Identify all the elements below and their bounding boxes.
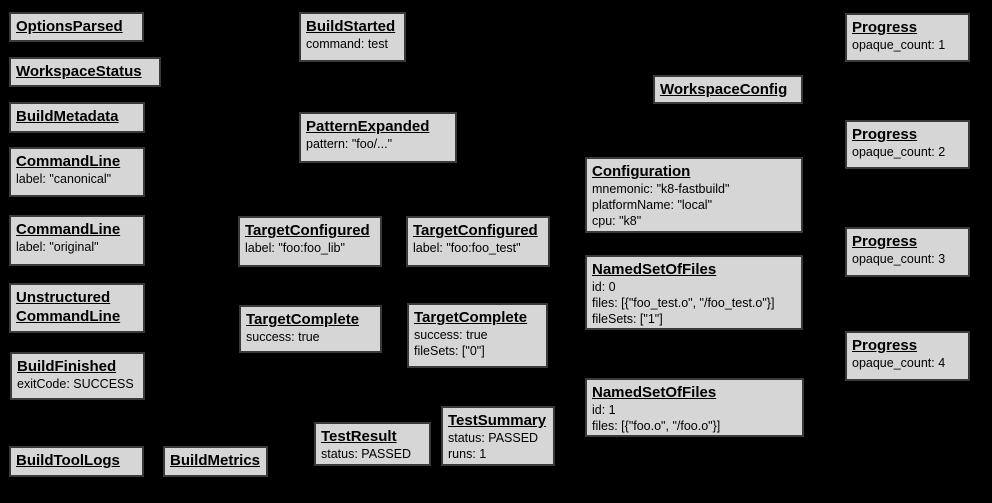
- node-detail: exitCode: SUCCESS: [17, 377, 134, 391]
- node-detail: opaque_count: 2: [852, 145, 946, 159]
- node-configuration: Configuration mnemonic: "k8-fastbuild" p…: [585, 157, 803, 233]
- node-title: WorkspaceConfig: [660, 81, 788, 98]
- node-detail: fileSets: ["0"]: [414, 344, 485, 358]
- node-title: OptionsParsed: [16, 18, 123, 35]
- node-title: Progress: [852, 233, 918, 250]
- node-command-line-original: CommandLine label: "original": [9, 215, 145, 266]
- node-workspace-config: WorkspaceConfig: [653, 75, 803, 104]
- node-test-result: TestResult status: PASSED: [314, 422, 431, 466]
- node-detail: id: 1: [592, 403, 616, 417]
- node-title: CommandLine: [16, 221, 121, 238]
- node-test-summary: TestSummary status: PASSED runs: 1: [441, 406, 555, 466]
- node-detail: mnemonic: "k8-fastbuild": [592, 182, 730, 196]
- node-progress-1: Progress opaque_count: 1: [845, 13, 970, 62]
- node-named-set-of-files-0: NamedSetOfFiles id: 0 files: [{"foo_test…: [585, 255, 803, 330]
- node-detail: opaque_count: 4: [852, 356, 946, 370]
- node-detail: status: PASSED: [321, 447, 412, 461]
- node-title: TargetConfigured: [245, 222, 370, 239]
- node-detail: opaque_count: 1: [852, 38, 946, 52]
- node-target-configured-lib: TargetConfigured label: "foo:foo_lib": [238, 216, 382, 267]
- node-target-complete-test: TargetComplete success: true fileSets: […: [407, 303, 548, 368]
- node-unstructured-command-line: Unstructured CommandLine: [9, 283, 145, 333]
- node-title: BuildMetrics: [170, 452, 261, 469]
- node-workspace-status: WorkspaceStatus: [9, 57, 161, 87]
- node-title: BuildStarted: [306, 18, 396, 35]
- node-build-metadata: BuildMetadata: [9, 102, 145, 133]
- node-detail: success: true: [414, 328, 488, 342]
- node-detail: fileSets: ["1"]: [592, 312, 663, 326]
- node-title: CommandLine: [16, 153, 121, 170]
- node-detail: files: [{"foo.o", "/foo.o"}]: [592, 419, 721, 433]
- node-build-finished: BuildFinished exitCode: SUCCESS: [10, 352, 145, 400]
- node-title: PatternExpanded: [306, 118, 430, 135]
- node-title: Progress: [852, 19, 918, 36]
- node-title: Progress: [852, 126, 918, 143]
- node-title: TestSummary: [448, 412, 547, 429]
- node-build-started: BuildStarted command: test: [299, 12, 406, 62]
- node-title: Unstructured CommandLine: [16, 289, 121, 325]
- node-title: TestResult: [321, 428, 397, 445]
- node-title: TargetComplete: [414, 309, 528, 326]
- node-title: NamedSetOfFiles: [592, 261, 717, 278]
- node-detail: status: PASSED: [448, 431, 539, 445]
- node-title: BuildToolLogs: [16, 452, 120, 469]
- node-detail: label: "original": [16, 240, 99, 254]
- node-detail: command: test: [306, 37, 388, 51]
- node-detail: id: 0: [592, 280, 616, 294]
- node-title: BuildMetadata: [16, 108, 119, 125]
- node-target-complete-lib: TargetComplete success: true: [239, 305, 382, 353]
- node-detail: label: "foo:foo_lib": [245, 241, 345, 255]
- node-title: TargetConfigured: [413, 222, 538, 239]
- node-build-metrics: BuildMetrics: [163, 446, 268, 477]
- node-detail: success: true: [246, 330, 320, 344]
- node-title: NamedSetOfFiles: [592, 384, 717, 401]
- node-title: Configuration: [592, 163, 691, 180]
- node-detail: platformName: "local": [592, 198, 713, 212]
- node-progress-4: Progress opaque_count: 4: [845, 331, 970, 381]
- node-target-configured-test: TargetConfigured label: "foo:foo_test": [406, 216, 550, 267]
- node-detail: pattern: "foo/...": [306, 137, 393, 151]
- node-build-tool-logs: BuildToolLogs: [9, 446, 144, 477]
- node-detail: label: "foo:foo_test": [413, 241, 521, 255]
- node-detail: runs: 1: [448, 447, 487, 461]
- node-pattern-expanded: PatternExpanded pattern: "foo/...": [299, 112, 457, 163]
- node-title: TargetComplete: [246, 311, 360, 328]
- node-command-line-canonical: CommandLine label: "canonical": [9, 147, 145, 197]
- node-named-set-of-files-1: NamedSetOfFiles id: 1 files: [{"foo.o", …: [585, 378, 804, 437]
- node-options-parsed: OptionsParsed: [9, 12, 144, 42]
- node-title: Progress: [852, 337, 918, 354]
- node-title: BuildFinished: [17, 358, 117, 375]
- node-detail: cpu: "k8": [592, 214, 642, 228]
- node-detail: files: [{"foo_test.o", "/foo_test.o"}]: [592, 296, 775, 310]
- node-progress-2: Progress opaque_count: 2: [845, 120, 970, 169]
- node-progress-3: Progress opaque_count: 3: [845, 227, 970, 277]
- node-title: WorkspaceStatus: [16, 63, 142, 80]
- node-detail: opaque_count: 3: [852, 252, 946, 266]
- node-detail: label: "canonical": [16, 172, 112, 186]
